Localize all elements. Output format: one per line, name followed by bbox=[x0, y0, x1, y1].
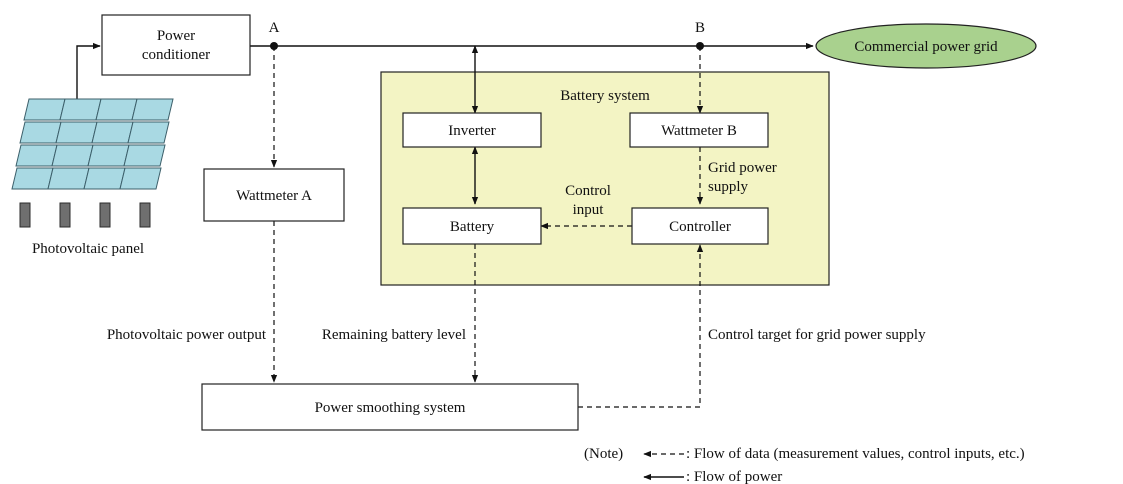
battery-system-container bbox=[380, 71, 830, 286]
pv-cell bbox=[59, 98, 102, 121]
pv-cell bbox=[131, 98, 174, 121]
junction-a-label: A bbox=[269, 20, 280, 36]
inverter-label: Inverter bbox=[448, 123, 495, 139]
pv-cell bbox=[123, 144, 166, 167]
control-target-label: Control target for grid power supply bbox=[708, 327, 926, 343]
pv-output-label: Photovoltaic power output bbox=[107, 327, 267, 343]
pv-leg bbox=[59, 202, 71, 228]
battery-box bbox=[402, 207, 542, 245]
pv-cell bbox=[55, 121, 98, 144]
battery-label: Battery bbox=[450, 219, 495, 235]
junction-a bbox=[270, 42, 278, 50]
pv-cell bbox=[15, 144, 58, 167]
pv-cell bbox=[19, 121, 62, 144]
controller-box bbox=[631, 207, 769, 245]
power-conditioner-box bbox=[101, 14, 251, 76]
pv-cell bbox=[91, 121, 134, 144]
pv-cell bbox=[95, 98, 138, 121]
wattmeter-b-label: Wattmeter B bbox=[661, 123, 737, 139]
pv-cell bbox=[127, 121, 170, 144]
battery-level-label: Remaining battery level bbox=[322, 327, 466, 343]
pv-cell bbox=[119, 167, 162, 190]
pv-leg bbox=[99, 202, 111, 228]
pv-cell bbox=[11, 167, 54, 190]
pv-panel-label: Photovoltaic panel bbox=[32, 241, 144, 257]
pv-leg bbox=[139, 202, 151, 228]
pv-leg bbox=[19, 202, 31, 228]
pv-cell bbox=[47, 167, 90, 190]
legend-note: (Note) bbox=[584, 446, 623, 462]
pv-cell bbox=[83, 167, 126, 190]
photovoltaic-panel-icon bbox=[11, 98, 174, 228]
commercial-grid bbox=[815, 23, 1037, 69]
controller-label: Controller bbox=[669, 219, 731, 235]
wattmeter-b-box bbox=[629, 112, 769, 148]
power-smoothing-label: Power smoothing system bbox=[315, 400, 466, 416]
commercial-grid-label: Commercial power grid bbox=[854, 39, 998, 55]
wattmeter-a-label: Wattmeter A bbox=[236, 188, 312, 204]
legend-power-flow: : Flow of power bbox=[686, 469, 782, 484]
power-smoothing-box bbox=[201, 383, 579, 431]
legend: (Note) : Flow of data (measurement value… bbox=[584, 446, 1025, 484]
junction-b bbox=[696, 42, 704, 50]
battery-system-label: Battery system bbox=[560, 88, 650, 104]
wattmeter-a-box bbox=[203, 168, 345, 222]
pv-cell bbox=[23, 98, 66, 121]
inverter-box bbox=[402, 112, 542, 148]
data-lines bbox=[270, 46, 704, 408]
pv-cell bbox=[87, 144, 130, 167]
power-lines bbox=[76, 42, 814, 205]
legend-data-flow: : Flow of data (measurement values, cont… bbox=[686, 446, 1025, 462]
junction-b-label: B bbox=[695, 20, 705, 36]
pv-cell bbox=[51, 144, 94, 167]
